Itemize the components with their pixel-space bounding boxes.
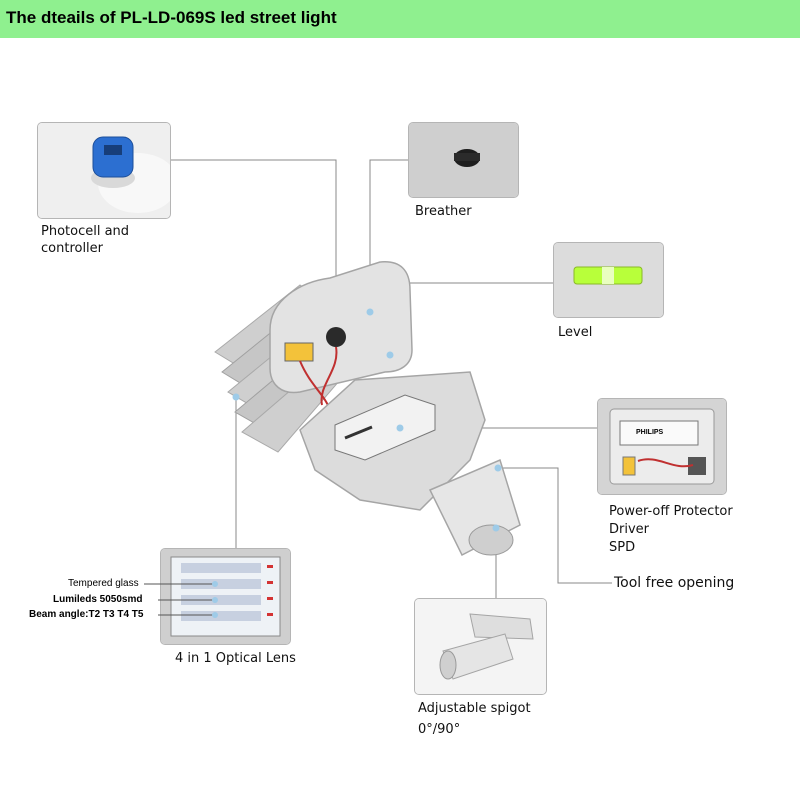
spigot-label-line2: 0°/90° xyxy=(418,722,461,737)
optical-lens-icon xyxy=(161,549,290,644)
driver-label-line3: SPD xyxy=(609,540,636,555)
photocell-image-box xyxy=(37,122,171,219)
breather-icon xyxy=(409,123,518,197)
driver-label-line1: Power-off Protector xyxy=(609,504,733,519)
breather-image-box xyxy=(408,122,519,198)
anchor-dots xyxy=(232,308,502,532)
optical-note-lumileds: Lumileds 5050smd xyxy=(53,594,143,605)
driver-brand-label: PHILIPS xyxy=(636,429,664,436)
spigot-label-line1: Adjustable spigot xyxy=(418,701,531,716)
tool-free-label: Tool free opening xyxy=(614,575,735,591)
photocell-label-line2: controller xyxy=(41,241,104,256)
leader-breather xyxy=(369,159,408,312)
spigot-image-box xyxy=(414,598,547,695)
spigot-icon xyxy=(415,599,546,694)
optical-note-beam-angle: Beam angle:T2 T3 T4 T5 xyxy=(29,609,144,620)
photocell-label-line1: Photocell and xyxy=(41,224,130,239)
open-lid xyxy=(269,261,413,394)
leader-level xyxy=(389,282,553,355)
breather-label: Breather xyxy=(415,204,472,219)
optical-lens-label: 4 in 1 Optical Lens xyxy=(175,651,296,666)
optical-note-tempered-glass: Tempered glass xyxy=(68,578,139,589)
header-bar: The dteails of PL-LD-069S led street lig… xyxy=(0,0,800,38)
driver-label-line2: Driver xyxy=(609,522,650,537)
driver-image-box: PHILIPS xyxy=(597,398,727,495)
driver-unit xyxy=(334,394,436,461)
terminal-block xyxy=(284,342,314,362)
photocell-socket xyxy=(326,327,346,347)
optical-image-box xyxy=(160,548,291,645)
level-image-box xyxy=(553,242,664,318)
level-icon xyxy=(554,243,663,317)
driver-icon xyxy=(598,399,726,494)
level-label: Level xyxy=(558,325,593,340)
leader-tool-free xyxy=(498,467,612,584)
street-light-illustration xyxy=(214,261,521,557)
photocell-icon xyxy=(38,123,170,218)
page-title: The dteails of PL-LD-069S led street lig… xyxy=(6,8,337,27)
